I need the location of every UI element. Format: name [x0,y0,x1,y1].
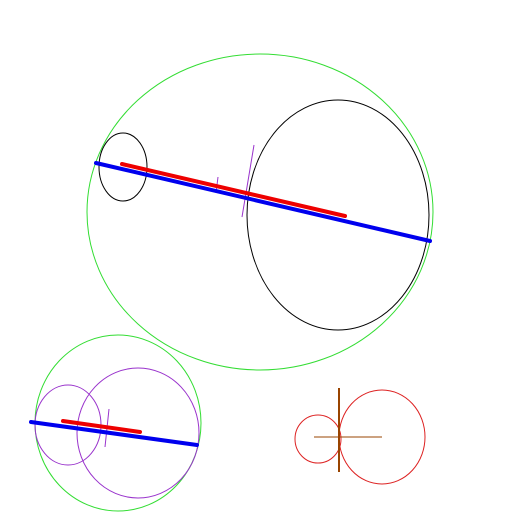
bottom-left-large-purple-circle [76,367,200,499]
top-red-segment [120,162,347,218]
top-small-black-circle [98,132,148,202]
top-purple-tick-mark [241,144,255,218]
bottom-right-small-red-circle [294,414,342,464]
figure-bottom-right [294,388,426,485]
bottom-left-blue-line [29,420,199,447]
figure-bottom-left [29,334,202,512]
top-blue-line [94,161,432,243]
figure-top [86,53,434,371]
top-outer-green-circle [86,53,434,371]
top-large-black-circle [246,99,430,331]
bottom-left-red-segment [61,419,142,434]
